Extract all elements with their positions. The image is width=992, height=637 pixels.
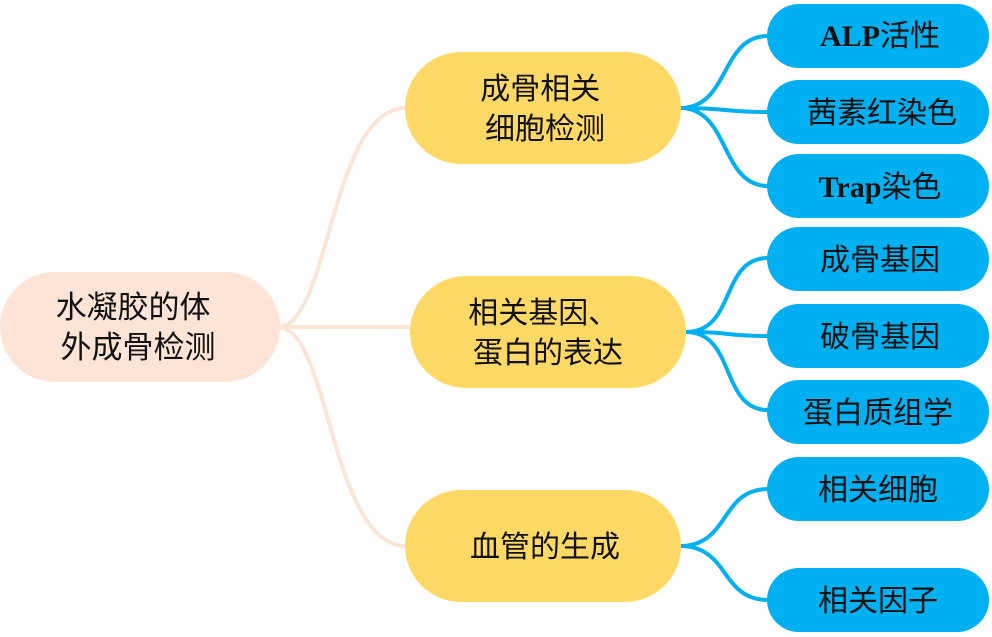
- connector-b2-leaf-1: [685, 256, 769, 334]
- leaf-b2-1-label: 成骨基因: [820, 243, 940, 278]
- leaf-b3-1-rest: 相关细胞: [818, 473, 938, 508]
- svg-text:水凝胶的体 外成骨检测: 水凝胶的体 外成骨检测: [56, 290, 221, 366]
- leaf-b1-1-bold: ALP: [820, 20, 880, 53]
- connector-b1-leaf-2: [679, 106, 769, 114]
- leaf-b2-3-label: 蛋白质组学: [803, 396, 953, 431]
- leaf-connectors: [679, 34, 769, 602]
- leaf-b2-1-rest: 成骨基因: [820, 243, 940, 278]
- leaf-b1-3-label: Trap染色: [819, 170, 942, 205]
- leaf-node: 相关细胞: [767, 457, 989, 521]
- leaf-b2-2-label: 破骨基因: [820, 320, 940, 355]
- branch-1-line-1: 成骨相关: [480, 72, 600, 107]
- connector-b2-leaf-3: [685, 330, 769, 412]
- leaf-b1-1-label: ALP活性: [820, 19, 940, 54]
- connector-b2-leaf-2: [685, 330, 769, 338]
- leaf-node: Trap染色: [767, 154, 989, 218]
- branch-1-box: [405, 52, 681, 164]
- svg-text:相关基因、 蛋白的表达: 相关基因、 蛋白的表达: [468, 296, 628, 371]
- root-line-2: 外成骨检测: [61, 330, 216, 366]
- leaf-b2-3-rest: 蛋白质组学: [803, 396, 953, 431]
- connector-b1-leaf-3: [679, 106, 769, 188]
- leaf-b1-2-rest: 茜素红染色: [807, 96, 957, 131]
- leaf-b3-2-label: 相关因子: [818, 584, 938, 619]
- leaf-node: 茜素红染色: [767, 80, 989, 144]
- leaf-b1-2-label: 茜素红染色: [807, 96, 957, 131]
- leaf-b1-1-box: [767, 4, 989, 68]
- connector-b3-leaf-2: [679, 544, 769, 602]
- leaf-b2-2-box: [767, 304, 989, 368]
- branch-node-3: 血管的生成: [405, 490, 681, 602]
- root-node: 水凝胶的体 外成骨检测: [0, 272, 280, 382]
- svg-text:成骨相关 细胞检测: 成骨相关 细胞检测: [480, 72, 610, 147]
- connector-b1-leaf-1: [679, 34, 769, 110]
- branch-2-box: [410, 276, 686, 388]
- leaf-b3-2-rest: 相关因子: [818, 584, 938, 619]
- leaf-b1-3-box: [767, 154, 989, 218]
- leaf-b3-1-label: 相关细胞: [818, 473, 938, 508]
- root-connectors: [277, 106, 410, 548]
- root-node-box: [0, 272, 280, 382]
- branch-1-line-2: 细胞检测: [485, 112, 605, 147]
- leaf-b2-2-rest: 破骨基因: [820, 320, 940, 355]
- leaf-b3-2-box: [767, 568, 989, 632]
- leaf-b1-3-bold: Trap: [819, 171, 882, 204]
- branch-3-box: [405, 490, 681, 602]
- leaf-b2-3-box: [767, 380, 989, 444]
- leaf-b1-3-rest: 染色: [881, 170, 941, 205]
- leaf-node: 破骨基因: [767, 304, 989, 368]
- leaf-node: 蛋白质组学: [767, 380, 989, 444]
- connector-root-branch-3: [277, 325, 407, 548]
- branch-3-line-1: 血管的生成: [470, 530, 620, 565]
- leaf-node: 相关因子: [767, 568, 989, 632]
- svg-text:血管的生成: 血管的生成: [470, 530, 620, 565]
- leaf-b2-1-box: [767, 227, 989, 291]
- connector-b3-leaf-1: [679, 487, 769, 548]
- branch-2-line-1: 相关基因、: [468, 296, 618, 331]
- branch-node-2: 相关基因、 蛋白的表达: [410, 276, 686, 388]
- leaf-node: ALP活性: [767, 4, 989, 68]
- leaf-b1-2-box: [767, 80, 989, 144]
- leaf-b1-1-rest: 活性: [880, 19, 940, 54]
- leaf-b3-1-box: [767, 457, 989, 521]
- connector-root-branch-1: [277, 106, 407, 329]
- root-line-1: 水凝胶的体: [56, 290, 211, 326]
- branch-2-line-2: 蛋白的表达: [473, 336, 623, 371]
- leaf-node: 成骨基因: [767, 227, 989, 291]
- branch-node-1: 成骨相关 细胞检测: [405, 52, 681, 164]
